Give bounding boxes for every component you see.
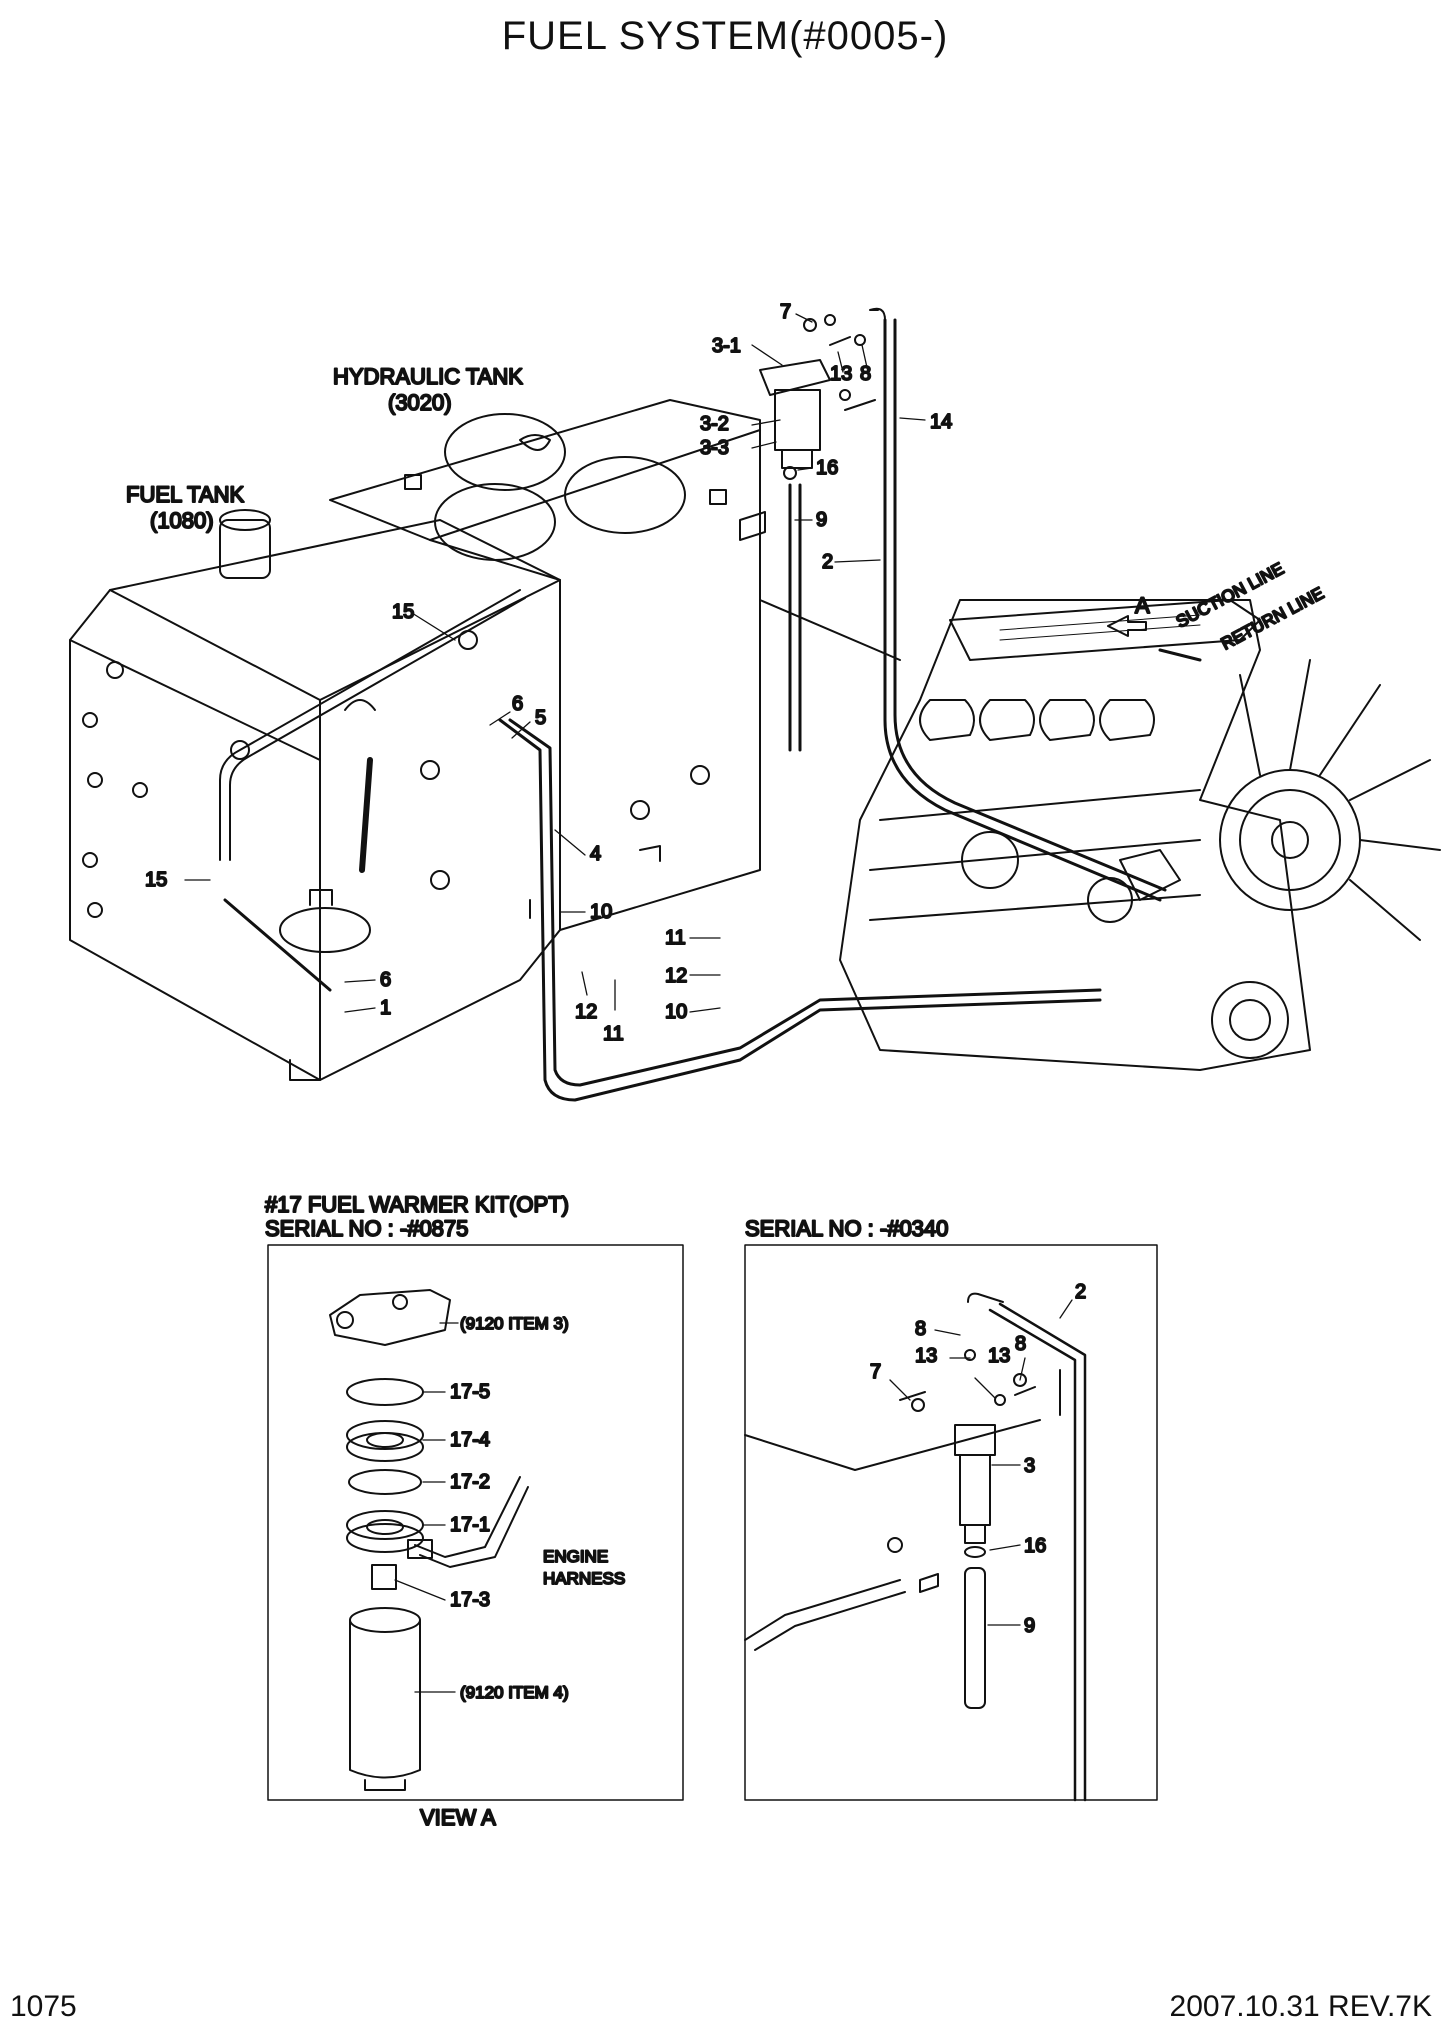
engine-harness-line1: ENGINE	[543, 1547, 608, 1566]
callout-1: 1	[380, 997, 391, 1019]
hydraulic-tank	[329, 399, 766, 931]
callout-15-top: 15	[392, 601, 414, 623]
leader-lines	[184, 313, 926, 1013]
callout-14: 14	[930, 411, 952, 433]
right-inset-leaders	[889, 1299, 1073, 1626]
engine	[839, 599, 1441, 1071]
inset-callout-16: 16	[1024, 1535, 1046, 1557]
callout-13: 13	[830, 363, 852, 385]
callout-2: 2	[822, 551, 833, 573]
callout-17-5: 17-5	[450, 1381, 490, 1403]
page-number: 1075	[10, 1990, 77, 2023]
view-a-caption: VIEW A	[420, 1805, 496, 1830]
inset-callout-8-right: 8	[1015, 1333, 1026, 1355]
fuel-lines	[219, 307, 1202, 1102]
view-a-arrow	[1107, 615, 1147, 637]
callout-3-1: 3-1	[712, 335, 741, 357]
callout-10-main: 10	[590, 901, 612, 923]
fuel-filter	[759, 314, 876, 480]
callout-12-right: 12	[665, 965, 687, 987]
ref-9120-item-4: (9120 ITEM 4)	[460, 1683, 569, 1702]
callout-16: 16	[816, 457, 838, 479]
callout-12-lower: 12	[575, 1001, 597, 1023]
inset-callout-13-left: 13	[915, 1345, 937, 1367]
inset-callout-7: 7	[870, 1361, 881, 1383]
left-inset-serial: SERIAL NO : -#0875	[265, 1216, 468, 1241]
callout-6-top: 6	[512, 693, 523, 715]
warmer-kit-parts	[329, 1289, 529, 1791]
callout-17-1: 17-1	[450, 1514, 490, 1536]
inset-callout-8-left: 8	[915, 1318, 926, 1340]
callout-10-right: 10	[665, 1001, 687, 1023]
inset-callout-3: 3	[1024, 1455, 1035, 1477]
callout-15-left: 15	[145, 869, 167, 891]
callout-3-3: 3-3	[700, 437, 729, 459]
callout-7: 7	[780, 301, 791, 323]
warmer-kit-heading: #17 FUEL WARMER KIT(OPT)	[265, 1192, 569, 1217]
right-inset-frame	[744, 1244, 1158, 1801]
main-view-callouts: 7 3-1 13 8 14 3-2 3-3 16 9 2 15 6 5 4 10…	[144, 300, 953, 1046]
hydraulic-tank-label: HYDRAULIC TANK	[333, 364, 523, 389]
view-a-arrow-label: A	[1135, 593, 1150, 618]
callout-11-lower: 11	[603, 1023, 624, 1045]
callout-17-2: 17-2	[450, 1471, 490, 1493]
callout-8: 8	[860, 363, 871, 385]
fuel-tank-ref: (1080)	[150, 508, 214, 533]
fuel-tank-label: FUEL TANK	[126, 482, 245, 507]
callout-6-bottom: 6	[380, 969, 391, 991]
ref-9120-item-3: (9120 ITEM 3)	[460, 1314, 569, 1333]
callout-17-3: 17-3	[450, 1589, 490, 1611]
inset-callout-9: 9	[1024, 1615, 1035, 1637]
callout-17-4: 17-4	[450, 1429, 490, 1451]
callout-11-right: 11	[665, 927, 686, 949]
revision-date: 2007.10.31 REV.7K	[1169, 1990, 1432, 2023]
callout-5: 5	[535, 707, 546, 729]
left-inset-leaders	[394, 1322, 459, 1693]
right-inset-serial: SERIAL NO : -#0340	[745, 1216, 948, 1241]
right-inset-parts	[744, 1292, 1087, 1802]
inset-callout-2: 2	[1075, 1281, 1086, 1303]
engine-harness-line2: HARNESS	[543, 1569, 625, 1588]
callout-3-2: 3-2	[700, 413, 729, 435]
hydraulic-tank-ref: (3020)	[388, 390, 452, 415]
callout-4: 4	[590, 843, 601, 865]
left-inset-frame	[267, 1244, 684, 1801]
fuel-tank	[69, 509, 561, 1081]
page-title: FUEL SYSTEM(#0005-)	[501, 14, 949, 58]
callout-9: 9	[816, 509, 827, 531]
inset-callout-13-right: 13	[988, 1345, 1010, 1367]
